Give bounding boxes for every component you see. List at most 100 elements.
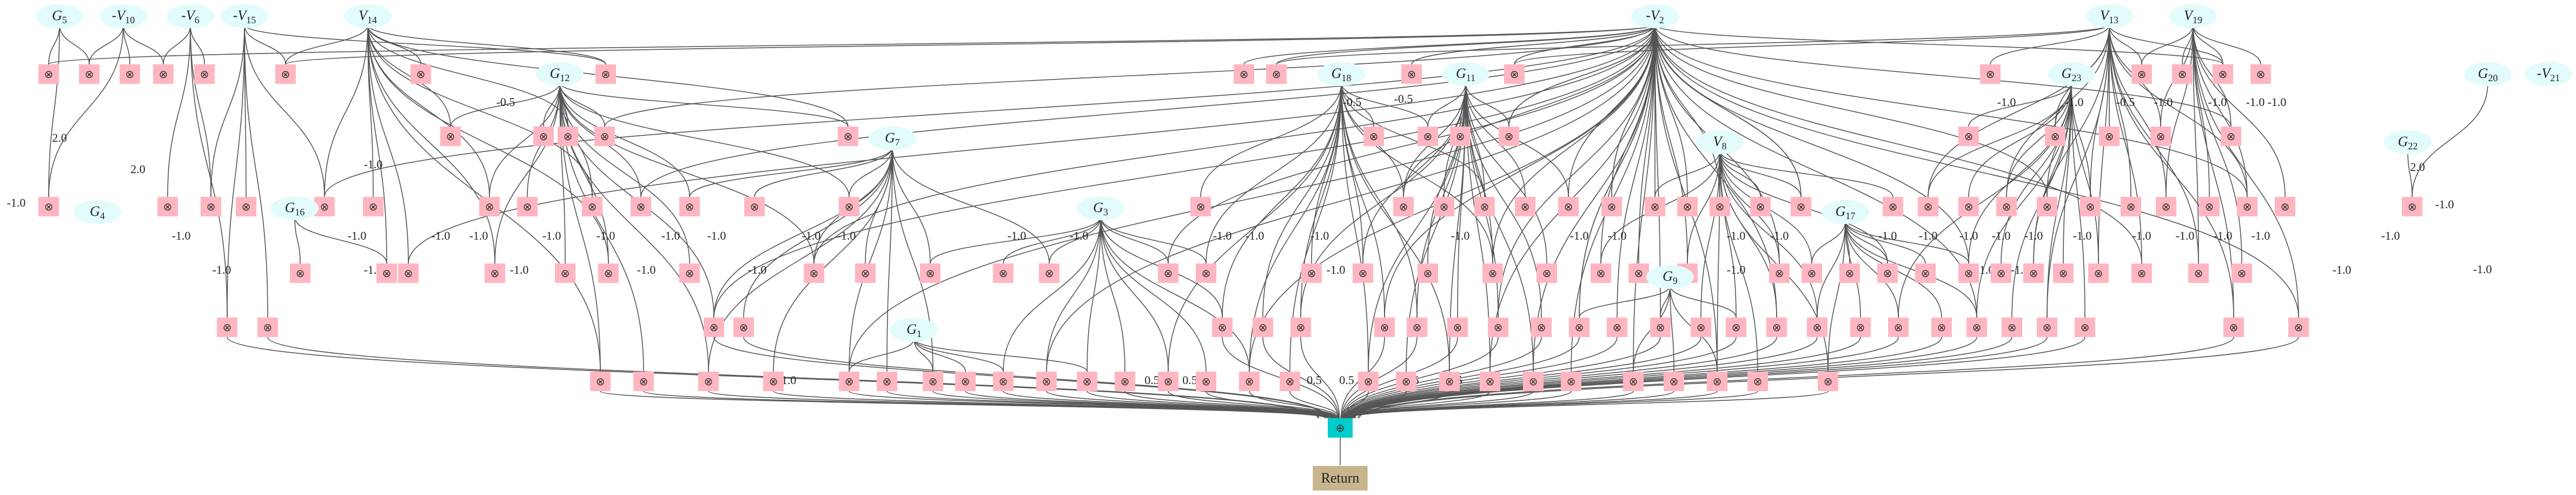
multiply-node[interactable]: ⊗	[1677, 197, 1698, 216]
multiply-node[interactable]: ⊗	[1850, 318, 1871, 337]
multiply-node[interactable]: ⊗	[582, 197, 602, 216]
variable-node[interactable]: -V15	[221, 4, 268, 28]
multiply-node[interactable]: ⊗	[855, 263, 876, 283]
multiply-node[interactable]: ⊗	[2288, 318, 2309, 337]
multiply-node[interactable]: ⊗	[679, 197, 700, 216]
multiply-node[interactable]: ⊗	[1915, 263, 1936, 283]
multiply-node[interactable]: ⊗	[1766, 318, 1787, 337]
multiply-node[interactable]: ⊗	[1807, 318, 1827, 337]
multiply-node[interactable]: ⊗	[2188, 263, 2209, 283]
variable-node[interactable]: -V10	[100, 4, 147, 28]
multiply-node[interactable]: ⊗	[1769, 263, 1790, 283]
multiply-node[interactable]: ⊗	[1818, 372, 1838, 391]
multiply-node[interactable]: ⊗	[363, 197, 383, 216]
multiply-node[interactable]: ⊗	[1353, 263, 1373, 283]
variable-node[interactable]: G11	[1442, 62, 1489, 86]
sum-node-box[interactable]	[1328, 418, 1353, 438]
multiply-node[interactable]: ⊗	[1196, 372, 1216, 391]
multiply-node[interactable]: ⊗	[1301, 263, 1322, 283]
multiply-node[interactable]: ⊗	[920, 263, 941, 283]
multiply-node[interactable]: ⊗	[2172, 64, 2193, 84]
multiply-node[interactable]: ⊗	[993, 372, 1014, 391]
multiply-node[interactable]: ⊗	[79, 64, 100, 84]
multiply-node[interactable]: ⊗	[2088, 263, 2109, 283]
multiply-node[interactable]: ⊗	[1523, 372, 1544, 391]
multiply-node[interactable]: ⊗	[838, 127, 858, 146]
multiply-node[interactable]: ⊗	[1077, 372, 1097, 391]
multiply-node[interactable]: ⊗	[1607, 318, 1627, 337]
variable-node[interactable]: G4	[74, 200, 121, 224]
multiply-node[interactable]: ⊗	[1401, 64, 1422, 84]
multiply-node[interactable]: ⊗	[1747, 372, 1768, 391]
multiply-node[interactable]: ⊗	[2121, 197, 2141, 216]
multiply-node[interactable]: ⊗	[2045, 127, 2065, 146]
multiply-node[interactable]: ⊗	[1628, 263, 1649, 283]
multiply-node[interactable]: ⊗	[1358, 372, 1379, 391]
multiply-node[interactable]: ⊗	[257, 318, 278, 337]
multiply-node[interactable]: ⊗	[1591, 263, 1611, 283]
multiply-node[interactable]: ⊗	[236, 197, 256, 216]
multiply-node[interactable]: ⊗	[2213, 64, 2233, 84]
multiply-node[interactable]: ⊗	[1439, 372, 1460, 391]
variable-node[interactable]: -V6	[167, 4, 214, 28]
multiply-node[interactable]: ⊗	[2275, 197, 2295, 216]
multiply-node[interactable]: ⊗	[157, 197, 178, 216]
multiply-node[interactable]: ⊗	[2080, 197, 2101, 216]
multiply-node[interactable]: ⊗	[877, 372, 897, 391]
multiply-node[interactable]: ⊗	[1212, 318, 1233, 337]
multiply-node[interactable]: ⊗	[631, 197, 651, 216]
multiply-node[interactable]: ⊗	[704, 318, 724, 337]
multiply-node[interactable]: ⊗	[1537, 263, 1557, 283]
multiply-node[interactable]: ⊗	[2199, 197, 2220, 216]
multiply-node[interactable]: ⊗	[1418, 263, 1438, 283]
multiply-node[interactable]: ⊗	[1877, 263, 1898, 283]
multiply-node[interactable]: ⊗	[2150, 127, 2171, 146]
multiply-node[interactable]: ⊗	[1036, 372, 1057, 391]
multiply-node[interactable]: ⊗	[1802, 263, 1822, 283]
multiply-node[interactable]: ⊗	[2037, 318, 2057, 337]
multiply-node[interactable]: ⊗	[1474, 197, 1495, 216]
variable-node[interactable]: G23	[2048, 62, 2095, 86]
multiply-node[interactable]: ⊗	[590, 372, 611, 391]
multiply-node[interactable]: ⊗	[485, 263, 505, 283]
multiply-node[interactable]: ⊗	[1290, 318, 1311, 337]
multiply-node[interactable]: ⊗	[2002, 318, 2022, 337]
variable-node[interactable]: G9	[1646, 265, 1694, 289]
multiply-node[interactable]: ⊗	[1750, 197, 1771, 216]
multiply-node[interactable]: ⊗	[153, 64, 174, 84]
multiply-node[interactable]: ⊗	[1488, 318, 1508, 337]
multiply-node[interactable]: ⊗	[1791, 197, 1811, 216]
multiply-node[interactable]: ⊗	[2231, 263, 2252, 283]
multiply-node[interactable]: ⊗	[1280, 372, 1300, 391]
multiply-node[interactable]: ⊗	[2023, 263, 2044, 283]
multiply-node[interactable]: ⊗	[993, 263, 1014, 283]
multiply-node[interactable]: ⊗	[2156, 197, 2176, 216]
variable-node[interactable]: G20	[2464, 62, 2512, 86]
multiply-node[interactable]: ⊗	[201, 197, 221, 216]
multiply-node[interactable]: ⊗	[1447, 318, 1468, 337]
multiply-node[interactable]: ⊗	[763, 372, 784, 391]
variable-node[interactable]: V13	[2085, 4, 2133, 28]
multiply-node[interactable]: ⊗	[955, 372, 976, 391]
multiply-node[interactable]: ⊗	[1196, 263, 1216, 283]
variable-node[interactable]: G17	[1822, 200, 1869, 224]
variable-node[interactable]: G18	[1317, 62, 1365, 86]
multiply-node[interactable]: ⊗	[533, 127, 554, 146]
multiply-node[interactable]: ⊗	[744, 197, 765, 216]
variable-node[interactable]: -V21	[2525, 62, 2572, 86]
multiply-node[interactable]: ⊗	[517, 197, 538, 216]
multiply-node[interactable]: ⊗	[2131, 64, 2152, 84]
multiply-node[interactable]: ⊗	[410, 64, 431, 84]
variable-node[interactable]: -V2	[1631, 4, 1679, 28]
multiply-node[interactable]: ⊗	[804, 263, 824, 283]
multiply-node[interactable]: ⊗	[1374, 318, 1395, 337]
multiply-node[interactable]: ⊗	[558, 127, 578, 146]
multiply-node[interactable]: ⊗	[1726, 318, 1746, 337]
multiply-node[interactable]: ⊗	[1266, 64, 1287, 84]
multiply-node[interactable]: ⊗	[398, 263, 419, 283]
multiply-node[interactable]: ⊗	[2223, 318, 2244, 337]
variable-node[interactable]: G22	[2384, 130, 2432, 154]
multiply-node[interactable]: ⊗	[1645, 197, 1665, 216]
multiply-node[interactable]: ⊗	[598, 263, 619, 283]
multiply-node[interactable]: ⊗	[1691, 318, 1711, 337]
